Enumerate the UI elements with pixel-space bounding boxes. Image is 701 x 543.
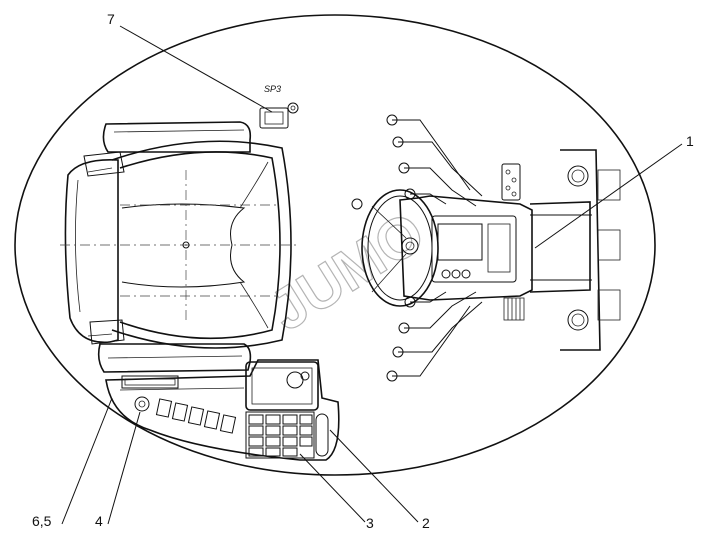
callout-leaders [61, 25, 683, 525]
sp3-label: SP3 [264, 84, 281, 94]
cab-outline-ellipse [14, 14, 656, 476]
callout-2: 2 [422, 515, 430, 531]
callout-7: 7 [107, 11, 115, 27]
right-control-console [105, 359, 340, 461]
steering-and-dashboard [351, 149, 621, 351]
lower-pedal-levers [386, 291, 483, 382]
callout-1: 1 [686, 133, 694, 149]
upper-pedal-levers [386, 114, 483, 207]
sp3-switch: SP3 [259, 84, 299, 129]
callout-3: 3 [366, 515, 374, 531]
operator-seat [60, 121, 300, 373]
callout-4: 4 [95, 513, 103, 529]
callout-6-5: 6,5 [32, 513, 52, 529]
